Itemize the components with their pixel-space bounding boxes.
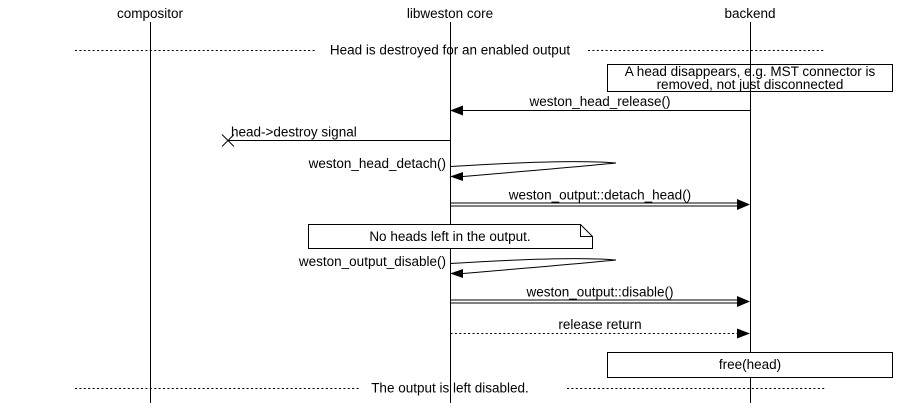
arrowhead-left-icon: [450, 269, 463, 278]
message-label-release-return: release return: [558, 317, 641, 332]
box-head-disappears-line1: A head disappears, e.g. MST connector is: [625, 64, 876, 79]
actor-label-libweston-core: libweston core: [407, 6, 493, 21]
note-dogear-icon: [580, 224, 593, 237]
box-free-head-text: free(head): [719, 357, 781, 372]
note-no-heads-left: [308, 224, 593, 249]
message-label-weston-output-disable-vfunc: weston_output::disable(): [525, 285, 673, 300]
arrowhead-right-icon: [737, 296, 750, 307]
arrowhead-left-icon: [450, 172, 463, 181]
message-label-weston-head-release: weston_head_release(): [528, 94, 670, 109]
actor-label-backend: backend: [724, 6, 775, 21]
self-call-loop-weston-output-disable: [450, 258, 617, 274]
note-no-heads-left-text: No heads left in the output.: [369, 229, 530, 244]
lost-message-x-icon: [221, 134, 235, 147]
divider-top-label: Head is destroyed for an enabled output: [330, 43, 570, 58]
message-line-weston-output-detach-head: [450, 202, 740, 207]
message-label-weston-output-disable-fn: weston_output_disable(): [298, 254, 446, 269]
arrowhead-right-icon: [737, 328, 750, 339]
actor-label-compositor: compositor: [117, 6, 184, 21]
message-label-weston-output-detach-head: weston_output::detach_head(): [508, 188, 691, 203]
message-label-head-destroy-signal: head->destroy signal: [231, 125, 357, 140]
arrowhead-right-icon: [737, 199, 750, 210]
box-free-head: [607, 352, 893, 378]
divider-bottom-label: The output is left disabled.: [371, 381, 529, 396]
box-head-disappears-line2: removed, not just disconnected: [657, 77, 844, 92]
self-call-loop-weston-head-detach: [450, 161, 617, 177]
message-label-weston-head-detach: weston_head_detach(): [308, 156, 446, 171]
arrowhead-left-icon: [450, 105, 463, 116]
box-head-disappears: [607, 64, 893, 92]
message-line-weston-output-disable-vfunc: [450, 299, 740, 304]
